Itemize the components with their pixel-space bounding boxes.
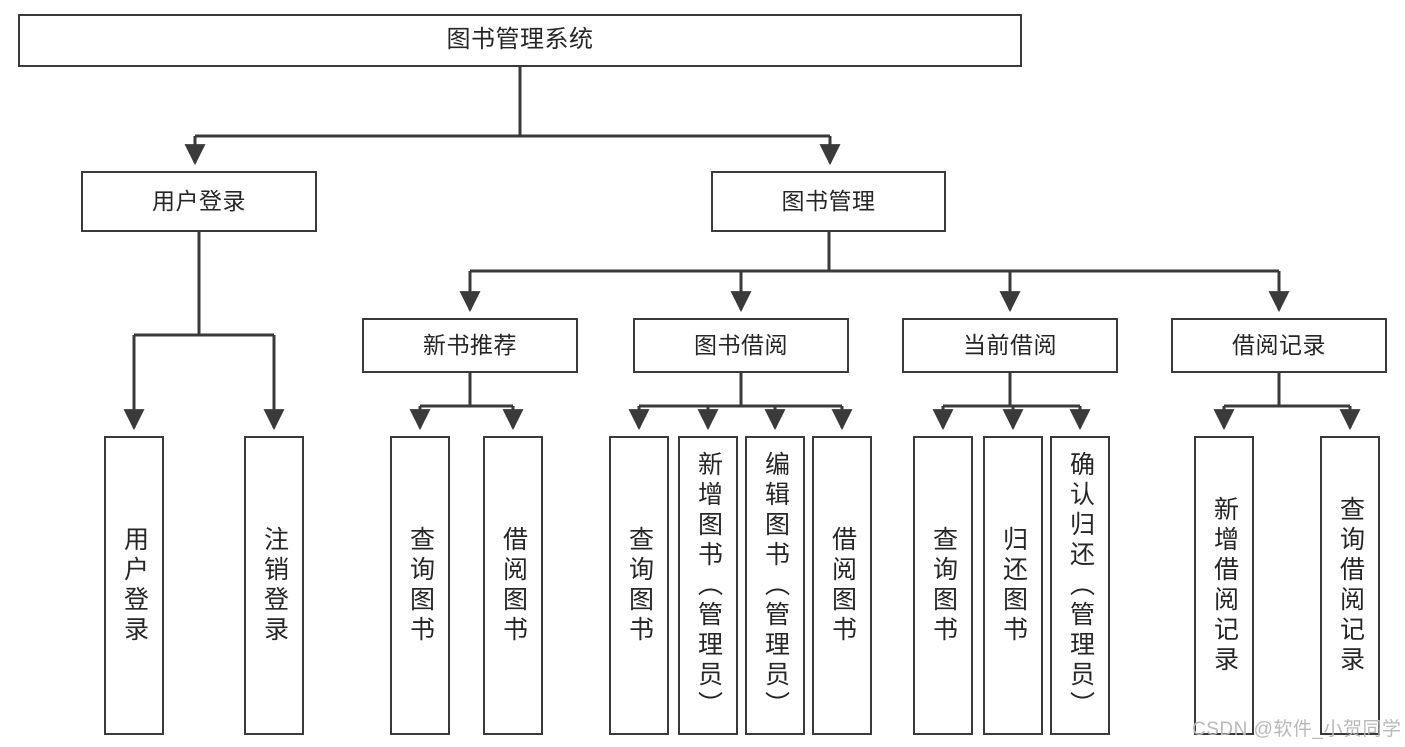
leaf-node-label: 新增图书（管理员）	[694, 450, 723, 721]
node-borrow-record-label: 借阅记录	[1232, 331, 1326, 358]
leaf-node[interactable]: 注销登录	[244, 436, 304, 735]
leaf-node-label: 借阅图书	[499, 525, 528, 646]
leaf-node[interactable]: 借阅图书	[483, 436, 543, 735]
leaf-node[interactable]: 查询图书	[913, 436, 973, 735]
leaf-node[interactable]: 借阅图书	[812, 436, 872, 735]
csdn-watermark: CSDN @软件_小贺同学	[1192, 719, 1402, 740]
node-current-borrow-label: 当前借阅	[963, 331, 1057, 358]
leaf-node[interactable]: 确认归还（管理员）	[1050, 436, 1110, 735]
leaf-node-label: 确认归还（管理员）	[1066, 450, 1095, 721]
leaf-node[interactable]: 查询图书	[390, 436, 450, 735]
leaf-node-label: 查询图书	[929, 525, 958, 646]
leaf-node-label: 借阅图书	[828, 525, 857, 646]
leaf-node-label: 新增借阅记录	[1210, 495, 1239, 676]
node-root[interactable]: 图书管理系统	[18, 14, 1022, 67]
node-root-label: 图书管理系统	[446, 26, 594, 54]
leaf-node-label: 查询借阅记录	[1336, 495, 1365, 676]
leaf-node[interactable]: 新增图书（管理员）	[678, 436, 738, 735]
leaf-node-label: 编辑图书（管理员）	[761, 450, 790, 721]
node-book-management-label: 图书管理	[781, 187, 876, 214]
leaf-node[interactable]: 新增借阅记录	[1194, 436, 1254, 735]
leaf-node[interactable]: 用户登录	[104, 436, 164, 735]
leaf-node[interactable]: 查询借阅记录	[1320, 436, 1380, 735]
leaf-node-label: 查询图书	[625, 525, 654, 646]
node-current-borrow[interactable]: 当前借阅	[902, 318, 1118, 373]
leaf-node-label: 查询图书	[406, 525, 435, 646]
leaf-node-label: 注销登录	[260, 525, 289, 646]
node-new-book-recommend-label: 新书推荐	[423, 331, 517, 358]
node-user-login-label: 用户登录	[152, 187, 246, 214]
leaf-node-label: 用户登录	[120, 525, 149, 646]
node-book-borrow-label: 图书借阅	[694, 331, 788, 358]
node-user-login[interactable]: 用户登录	[81, 171, 317, 232]
node-book-borrow[interactable]: 图书借阅	[633, 318, 849, 373]
leaf-node-label: 归还图书	[999, 525, 1028, 646]
leaf-node[interactable]: 归还图书	[983, 436, 1043, 735]
node-borrow-record[interactable]: 借阅记录	[1171, 318, 1387, 373]
node-book-management[interactable]: 图书管理	[711, 171, 946, 232]
leaf-node[interactable]: 查询图书	[609, 436, 669, 735]
node-new-book-recommend[interactable]: 新书推荐	[362, 318, 578, 373]
leaf-node[interactable]: 编辑图书（管理员）	[745, 436, 805, 735]
